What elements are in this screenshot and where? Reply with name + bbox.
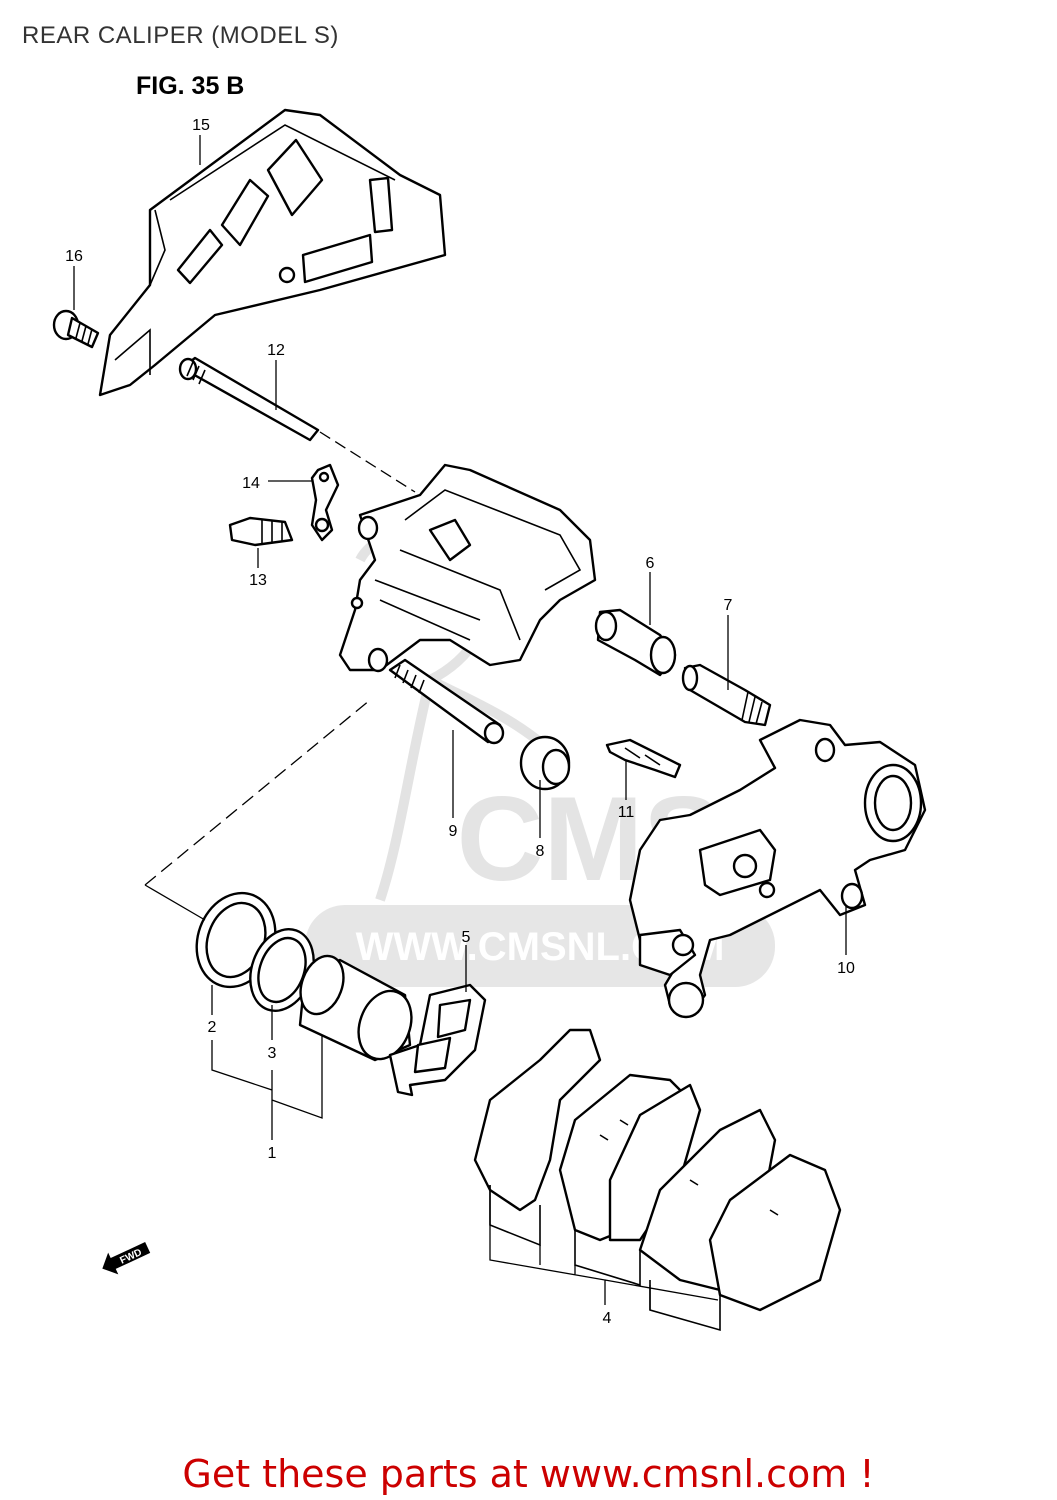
figure-label: FIG. 35 B [136,72,245,100]
part-4-brake-pads [473,1028,842,1332]
callout-7: 7 [724,597,733,614]
callout-labels: 1 2 3 4 5 6 7 8 9 10 11 12 13 14 15 16 [65,117,855,1327]
part-13-bleeder-valve [228,516,294,547]
callout-6: 6 [646,555,655,572]
fwd-arrow-icon: FWD [102,1241,151,1275]
part-5-shim [388,983,487,1097]
callout-14: 14 [242,475,260,492]
part-8-boot [519,735,571,791]
callout-15: 15 [192,117,210,134]
part-10-caliper-bracket [628,718,927,1019]
callout-3: 3 [268,1045,277,1062]
page-title: REAR CALIPER (MODEL S) [22,22,339,49]
callout-12: 12 [267,342,285,359]
part-6-sleeve [594,608,677,677]
callout-4: 4 [603,1310,612,1327]
piston [298,954,413,1062]
caliper-body [338,463,597,673]
callout-9: 9 [449,823,458,840]
leader-lines [73,135,847,1310]
get-parts-link[interactable]: Get these parts at www.cmsnl.com ! [182,1452,875,1496]
callout-5: 5 [462,929,471,946]
part-11-pad-spring [605,738,682,779]
callout-10: 10 [837,960,855,977]
callout-2: 2 [208,1019,217,1036]
callout-1: 1 [268,1145,277,1162]
part-3-dust-seal [249,928,315,1012]
part-7-bolt [681,663,772,727]
callout-8: 8 [536,843,545,860]
part-15-caliper-cover [98,108,447,397]
part-16-bolt [52,309,100,349]
callout-11: 11 [618,804,635,821]
fwd-arrow-label: FWD [118,1247,143,1267]
part-12-pin [178,356,320,442]
callout-16: 16 [65,248,83,265]
callout-13: 13 [249,572,267,589]
assembly-lines [144,431,416,921]
part-9-slide-pin [388,658,505,745]
part-14-bleeder-cap [310,463,340,542]
